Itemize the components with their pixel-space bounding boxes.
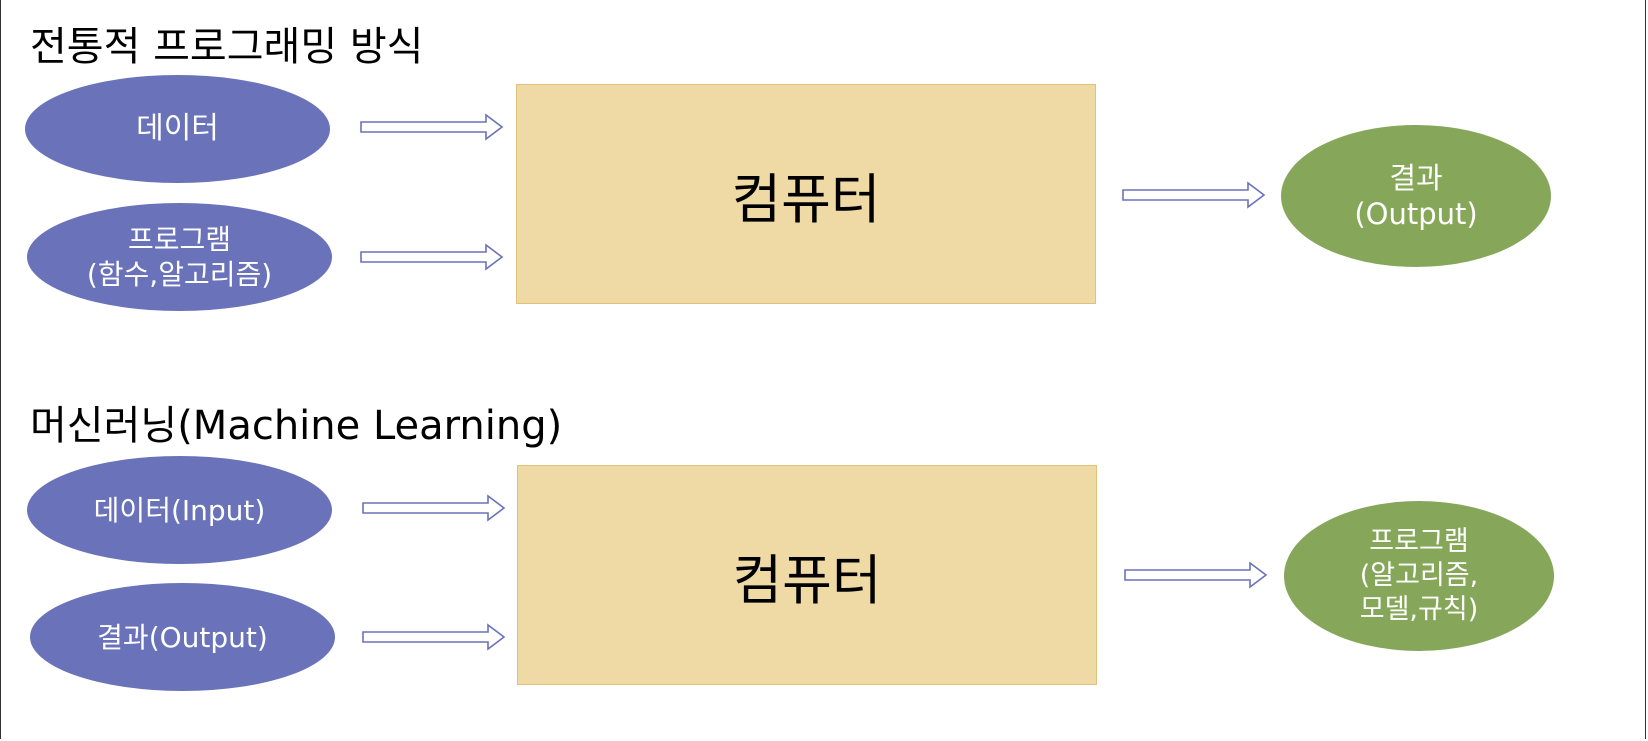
ml-data-label: 데이터(Input) [93, 493, 266, 527]
ml-output-sublabel-2: 모델,규칙) [1359, 593, 1479, 625]
traditional-output-sublabel: (Output) [1354, 197, 1478, 231]
ml-computer-box: 컴퓨터 [517, 465, 1097, 685]
ml-result-ellipse: 결과(Output) [30, 583, 335, 691]
traditional-output-arrow-icon [1122, 181, 1266, 209]
ml-result-arrow-icon [362, 623, 506, 651]
traditional-section-title: 전통적 프로그래밍 방식 [30, 24, 424, 70]
ml-output-arrow-icon [1124, 561, 1268, 589]
ml-section-title: 머신러닝(Machine Learning) [30, 403, 563, 449]
ml-output-label: 프로그램 [1369, 526, 1469, 558]
traditional-data-ellipse: 데이터 [25, 75, 330, 183]
traditional-program-label: 프로그램 [127, 223, 232, 256]
ml-result-label: 결과(Output) [97, 620, 268, 654]
traditional-program-arrow-icon [360, 243, 504, 271]
traditional-program-ellipse: 프로그램 (함수,알고리즘) [27, 203, 332, 311]
ml-output-sublabel-1: (알고리즘, [1359, 560, 1479, 592]
traditional-computer-box: 컴퓨터 [516, 84, 1096, 304]
traditional-output-ellipse: 결과 (Output) [1281, 125, 1551, 267]
ml-data-ellipse: 데이터(Input) [27, 456, 332, 564]
traditional-output-label: 결과 [1389, 160, 1443, 195]
traditional-program-sublabel: (함수,알고리즘) [86, 258, 273, 291]
traditional-data-arrow-icon [360, 113, 504, 141]
ml-data-arrow-icon [362, 494, 506, 522]
ml-output-ellipse: 프로그램 (알고리즘, 모델,규칙) [1284, 501, 1554, 651]
traditional-data-label: 데이터 [136, 111, 219, 147]
